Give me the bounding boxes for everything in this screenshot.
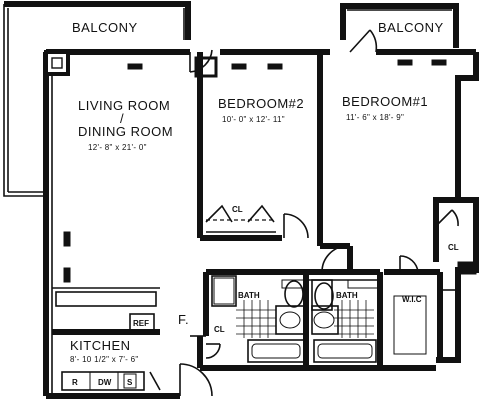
- bedroom2-dimensions: 10'- 0" x 12'- 11": [222, 115, 285, 124]
- foyer-closet-label: CL: [214, 325, 225, 334]
- dining-room-label: DINING ROOM: [78, 124, 173, 139]
- balcony-door-right: [349, 29, 378, 53]
- kitchen-fixtures: [55, 291, 161, 391]
- bedroom1-dimensions: 11'- 6" x 18'- 9": [346, 113, 404, 122]
- wic-label: W.I.C: [402, 295, 422, 304]
- balcony-left: [3, 1, 191, 197]
- living-room-dimensions: 12'- 8" x 21'- 0": [88, 143, 147, 152]
- kitchen-label: KITCHEN: [70, 338, 131, 353]
- foyer-closet-door: [205, 343, 221, 359]
- range-label: R: [72, 378, 78, 387]
- windows: [63, 59, 447, 283]
- sink-label: S: [127, 378, 133, 387]
- bedroom1-door: [320, 245, 347, 273]
- balcony-left-label: BALCONY: [72, 20, 138, 35]
- bedroom2-door: [283, 213, 309, 239]
- bedroom2-label: BEDROOM#2: [218, 96, 304, 111]
- refrigerator-label: REF: [133, 319, 149, 328]
- bedroom1-closet-door: [435, 209, 477, 275]
- bath-left-label: BATH: [238, 291, 260, 300]
- living-room-label: LIVING ROOM: [78, 98, 170, 113]
- kitchen-dimensions: 8'- 10 1/2" x 7'- 6": [70, 355, 139, 364]
- entry-door: [179, 335, 213, 397]
- bath-right-label: BATH: [336, 291, 358, 300]
- exterior-walls: [43, 49, 479, 399]
- bedroom1-closet-label: CL: [448, 243, 459, 252]
- column-top-left-inner: [51, 57, 63, 69]
- balcony-right-label: BALCONY: [378, 20, 444, 35]
- bedroom1-label: BEDROOM#1: [342, 94, 428, 109]
- bath-right: [306, 279, 380, 363]
- bedroom2-closet-label: CL: [232, 205, 243, 214]
- balcony-door-left: [189, 49, 213, 73]
- wic-shelf: [393, 295, 427, 355]
- bath-left: [211, 275, 307, 363]
- bedroom2-closet: [205, 204, 276, 233]
- living-room-slash: /: [120, 111, 124, 126]
- balcony-right: [340, 3, 459, 48]
- wic-door: [399, 255, 456, 291]
- foyer-label: F.: [178, 312, 189, 327]
- dishwasher-label: DW: [98, 378, 112, 387]
